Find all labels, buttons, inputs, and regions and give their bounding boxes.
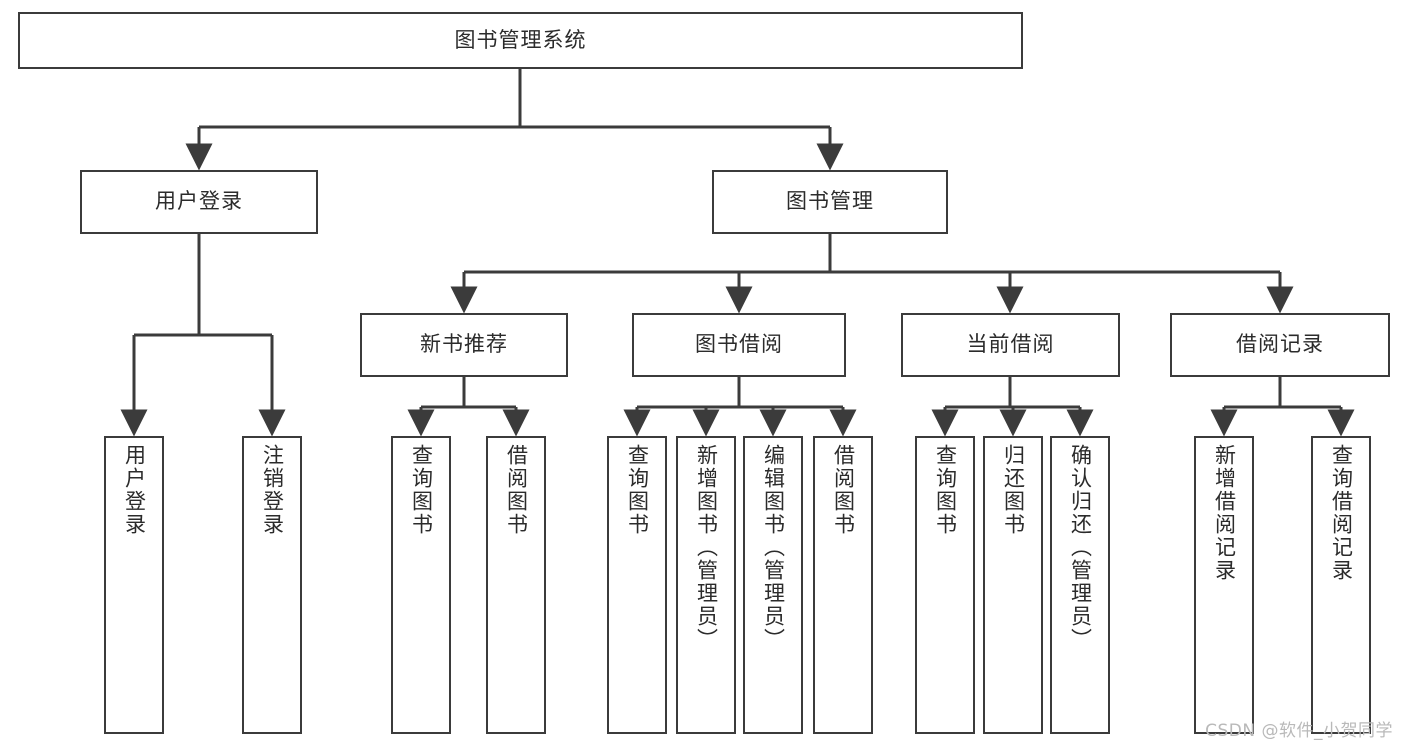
watermark: CSDN @软件_小贺同学 — [1205, 721, 1393, 741]
leaf-user-login-login[interactable]: 用户登录 — [104, 436, 164, 734]
node-label: 图书管理 — [786, 189, 874, 214]
node-label: 查询图书 — [409, 444, 434, 536]
leaf-new-book-borrow-book[interactable]: 借阅图书 — [486, 436, 546, 734]
leaf-borrow-record-add-record[interactable]: 新增借阅记录 — [1194, 436, 1254, 734]
node-label: 图书借阅 — [695, 332, 783, 357]
node-label: 归还图书 — [1001, 444, 1026, 536]
node-label: 新书推荐 — [420, 332, 508, 357]
node-book-management[interactable]: 图书管理 — [712, 170, 948, 234]
leaf-book-borrow-add-book-admin[interactable]: 新增图书（管理员） — [676, 436, 736, 734]
node-label: 新增图书（管理员） — [694, 444, 719, 651]
leaf-current-borrow-return-book[interactable]: 归还图书 — [983, 436, 1043, 734]
leaf-user-login-logout[interactable]: 注销登录 — [242, 436, 302, 734]
node-label: 借阅图书 — [831, 444, 856, 536]
node-user-login[interactable]: 用户登录 — [80, 170, 318, 234]
node-label: 查询图书 — [625, 444, 650, 536]
node-label: 查询借阅记录 — [1329, 444, 1354, 582]
node-label: 用户登录 — [122, 444, 147, 536]
leaf-book-borrow-query-book[interactable]: 查询图书 — [607, 436, 667, 734]
node-label: 确认归还（管理员） — [1068, 444, 1093, 651]
node-label: 借阅记录 — [1236, 332, 1324, 357]
node-label: 编辑图书（管理员） — [761, 444, 786, 651]
leaf-book-borrow-edit-book-admin[interactable]: 编辑图书（管理员） — [743, 436, 803, 734]
node-label: 当前借阅 — [966, 332, 1055, 357]
node-current-borrowing[interactable]: 当前借阅 — [901, 313, 1120, 377]
node-borrowing-record[interactable]: 借阅记录 — [1170, 313, 1390, 377]
node-label: 图书管理系统 — [454, 27, 587, 52]
node-label: 注销登录 — [260, 444, 285, 536]
node-root-book-management-system[interactable]: 图书管理系统 — [18, 12, 1023, 69]
node-label: 借阅图书 — [504, 444, 529, 536]
node-label: 新增借阅记录 — [1212, 444, 1237, 582]
leaf-borrow-record-query-record[interactable]: 查询借阅记录 — [1311, 436, 1371, 734]
leaf-current-borrow-query-book[interactable]: 查询图书 — [915, 436, 975, 734]
node-new-book-recommendation[interactable]: 新书推荐 — [360, 313, 568, 377]
leaf-current-borrow-confirm-return-admin[interactable]: 确认归还（管理员） — [1050, 436, 1110, 734]
node-label: 查询图书 — [933, 444, 958, 536]
leaf-new-book-query-book[interactable]: 查询图书 — [391, 436, 451, 734]
node-book-borrowing[interactable]: 图书借阅 — [632, 313, 846, 377]
leaf-book-borrow-borrow-book[interactable]: 借阅图书 — [813, 436, 873, 734]
node-label: 用户登录 — [155, 189, 243, 214]
